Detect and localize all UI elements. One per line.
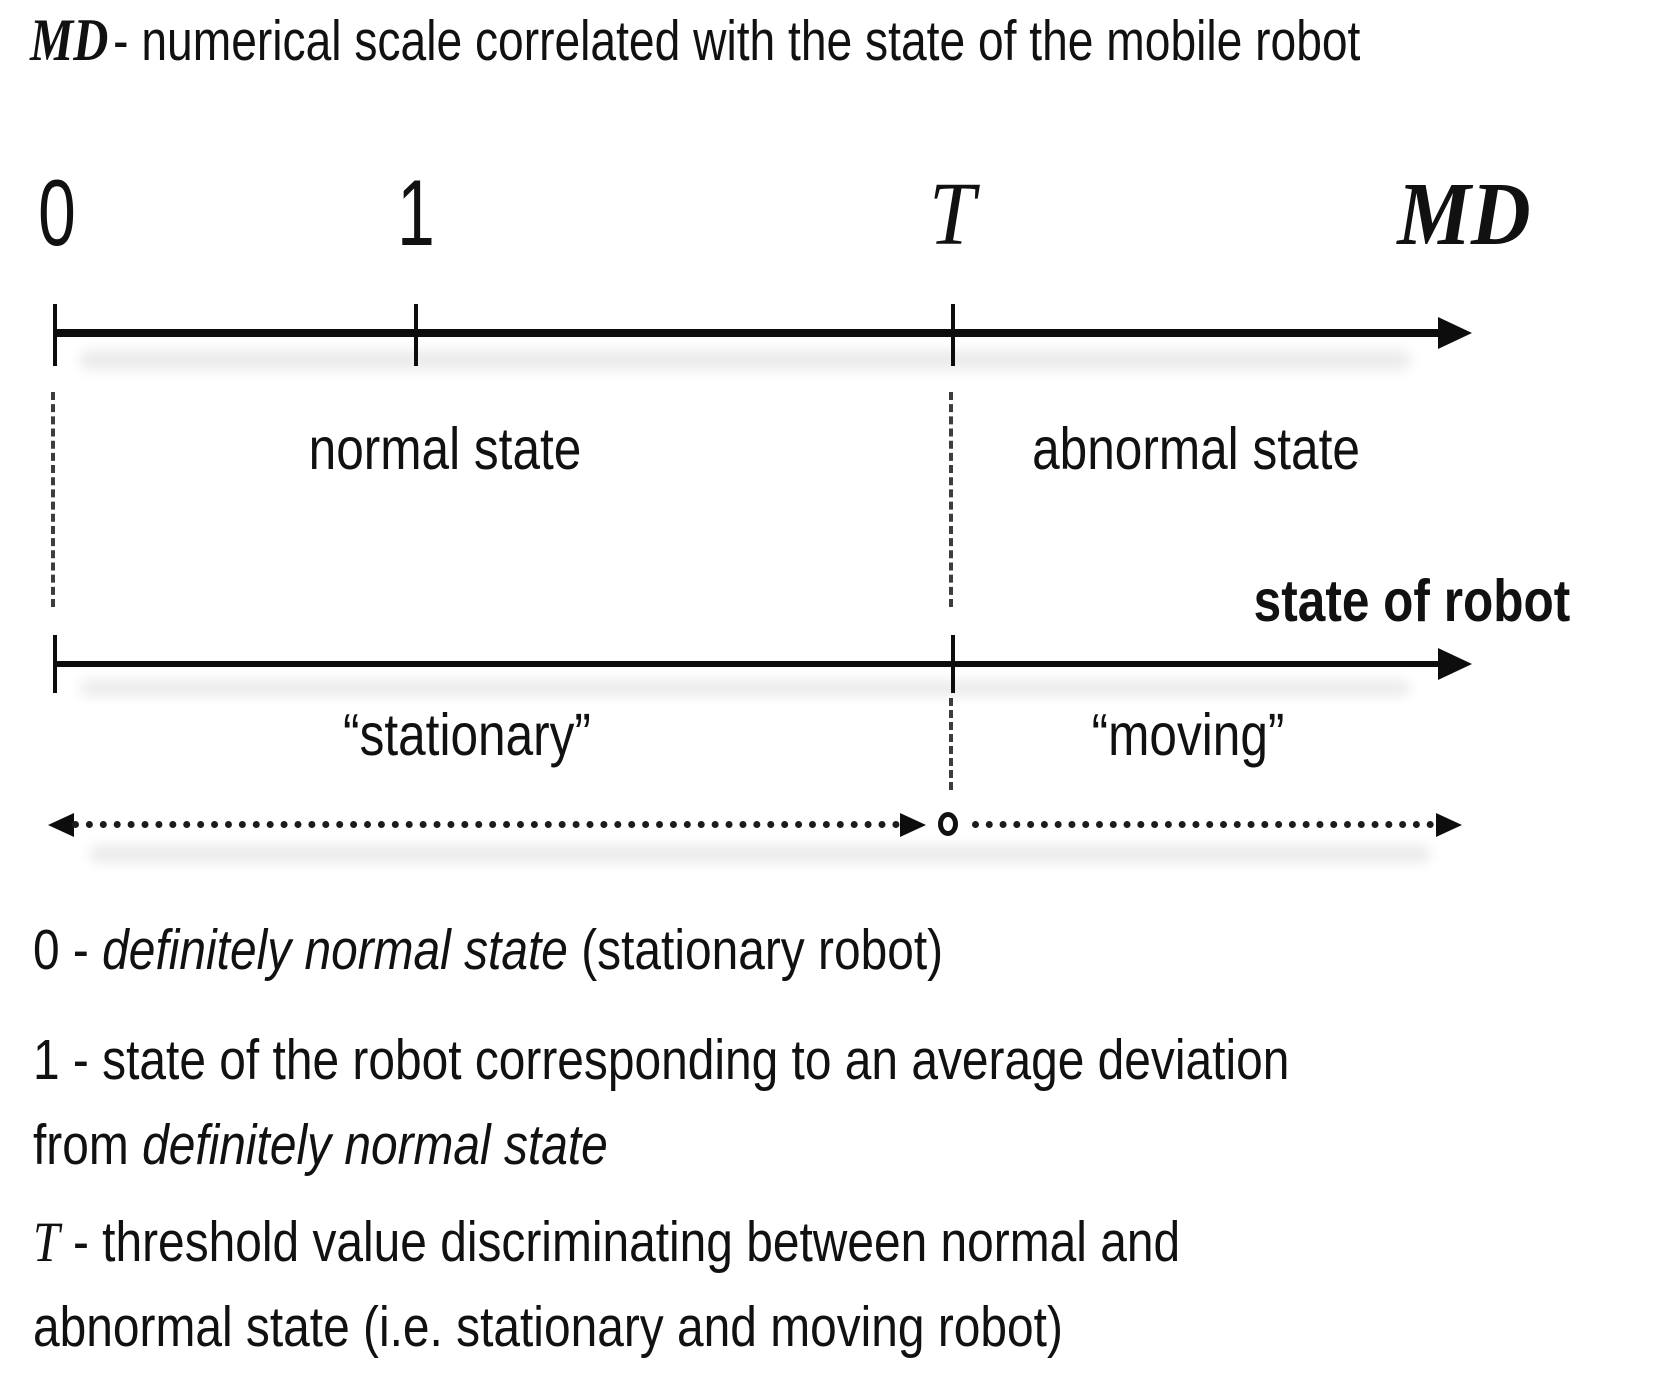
note-1-line2-prefix: from — [33, 1113, 143, 1177]
md-axis-line — [55, 329, 1440, 337]
note-T: T - threshold value discriminating betwe… — [33, 1200, 1180, 1370]
note-0-prefix: 0 - — [33, 918, 103, 982]
state-axis-arrowhead-icon — [1438, 648, 1472, 680]
dashed-guide-T-upper — [949, 392, 953, 607]
note-1: 1 - state of the robot corresponding to … — [33, 1018, 1289, 1188]
md-axis-tick-1 — [414, 304, 418, 366]
state-axis-line — [55, 661, 1440, 667]
md-axis-arrowhead-icon — [1438, 317, 1472, 349]
state-label-stationary: “stationary” — [343, 702, 591, 768]
state-axis-tick-0 — [53, 635, 57, 693]
state-label-moving: “moving” — [1091, 702, 1285, 768]
region-label-normal: normal state — [308, 416, 582, 482]
figure-title-text: - numerical scale correlated with the st… — [113, 9, 1361, 73]
interval-arrow-right-icon — [1436, 813, 1462, 837]
axis-symbol-md: MD — [1397, 165, 1531, 264]
note-0: 0 - definitely normal state (stationary … — [33, 908, 943, 993]
interval-dotted-line-left — [72, 821, 900, 828]
state-axis-label: state of robot — [1253, 568, 1571, 634]
interval-arrow-mid-icon — [900, 813, 926, 837]
dashed-guide-0 — [51, 392, 55, 607]
note-0-italic: definitely normal state — [102, 918, 568, 982]
interval-dotted-line-right — [972, 821, 1434, 828]
note-1-line2-italic: definitely normal state — [142, 1113, 608, 1177]
state-axis-tick-T — [951, 635, 955, 693]
md-axis-tick-0 — [53, 304, 57, 366]
note-1-line1: 1 - state of the robot corresponding to … — [33, 1028, 1290, 1092]
dashed-guide-T-lower — [949, 698, 953, 790]
tick-label-T: T — [928, 165, 976, 264]
figure-title: MD- numerical scale correlated with the … — [30, 10, 1360, 70]
note-T-line1: - threshold value discriminating between… — [72, 1210, 1181, 1274]
interval-arrow-left-icon — [48, 813, 74, 837]
note-0-suffix: (stationary robot) — [567, 918, 944, 982]
region-label-abnormal: abnormal state — [1032, 416, 1360, 482]
md-symbol: MD — [30, 7, 109, 73]
md-axis-shadow — [80, 350, 1410, 370]
note-T-symbol: T — [33, 1211, 60, 1274]
md-axis-tick-T — [951, 304, 955, 366]
state-axis-shadow — [80, 680, 1410, 696]
tick-label-1: 1 — [397, 160, 435, 265]
tick-label-0: 0 — [38, 160, 76, 265]
interval-line-shadow — [90, 845, 1430, 863]
note-T-line2: abnormal state (i.e. stationary and movi… — [33, 1295, 1063, 1359]
open-circle-icon — [938, 812, 958, 836]
